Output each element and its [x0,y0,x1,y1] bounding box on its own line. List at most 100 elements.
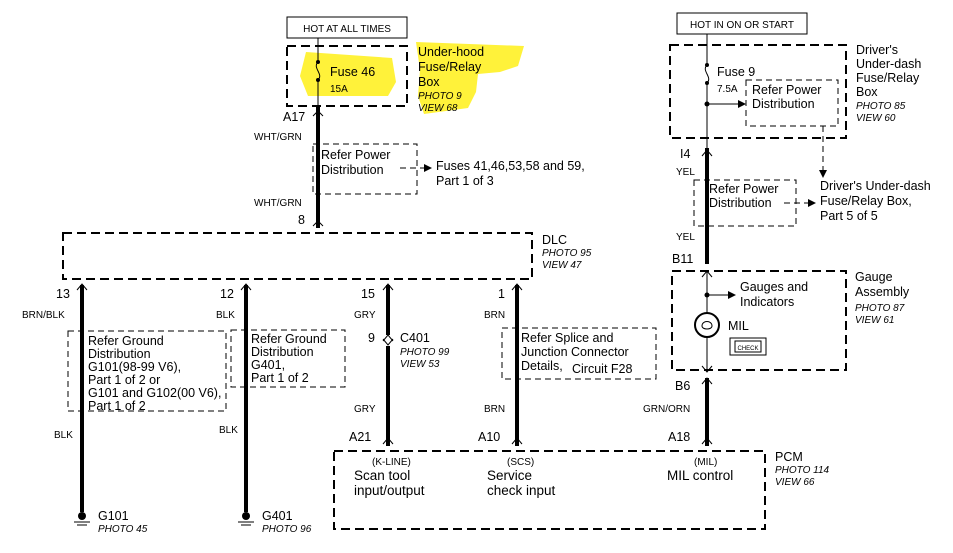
driver-fuse-box [669,44,847,139]
dlc-view: VIEW 47 [542,260,582,271]
mil-bulb-icon [694,312,720,338]
ground-g101-photo: PHOTO 45 [98,524,148,535]
wire-blk-12: BLK [216,310,235,321]
dlc-connector [62,232,533,280]
driver-box-view: VIEW 60 [856,113,896,124]
pcm-view: VIEW 66 [775,477,815,488]
ground-g401-line2: Distribution [251,345,314,359]
c401-connector-symbol [382,334,394,346]
driver-box-line2: Under-dash [856,57,921,71]
pin-1: 1 [498,287,505,301]
pin-15: 15 [361,287,375,301]
wire-wht-grn-upper: WHT/GRN [254,132,302,143]
wire-wht-grn-lower: WHT/GRN [254,198,302,209]
wire-blk-g101: BLK [54,430,73,441]
ground-g101-line5: G101 and G102(00 V6), [88,386,221,400]
driver-note-line2: Fuse/Relay Box, [820,194,912,208]
driver-note-line3: Part 5 of 5 [820,209,878,223]
splice-note-line3: Details, [521,359,563,373]
fuse9-symbol [704,64,710,84]
refer-power-box-right-top [745,79,839,127]
dlc-name: DLC [542,233,567,247]
fuses-note-line1: Fuses 41,46,53,58 and 59, [436,159,585,173]
gauge-assembly-box [671,270,847,371]
fuse9-rating: 7.5A [717,84,738,95]
ground-g401-line3: G401, [251,358,285,372]
splice-note-line1: Refer Splice and [521,331,613,345]
ground-g401-line4: Part 1 of 2 [251,371,309,385]
underhood-fuse-box [286,45,408,107]
fuses-note-line2: Part 1 of 3 [436,174,494,188]
fuse46-rating: 15A [330,84,348,95]
wire-grn-orn: GRN/ORN [643,404,690,415]
highlight-fuse46 [300,52,396,96]
splice-note-line4: Circuit F28 [572,362,632,376]
driver-note-line1: Driver's Under-dash [820,179,931,193]
hot-in-on-or-start-box [676,12,808,35]
refer-power-right-top-line2: Distribution [752,97,815,111]
refer-power-right-bottom-line1: Refer Power [709,182,778,196]
pcm-mil-control: MIL control [667,468,733,483]
gauge-assembly-line2: Assembly [855,285,910,299]
pin-i4: I4 [680,147,690,161]
wire-blk-g401: BLK [219,425,238,436]
mil-label: MIL [728,319,749,333]
pcm-scan-line2: input/output [354,483,425,498]
fuse46-name: Fuse 46 [330,65,375,79]
pcm-service-line1: Service [487,468,532,483]
refer-power-left-line1: Refer Power [321,148,390,162]
hot-at-all-times-label: HOT AT ALL TIMES [303,24,391,35]
pin-a17: A17 [283,110,305,124]
fuse9-name: Fuse 9 [717,65,755,79]
gauges-line1: Gauges and [740,280,808,294]
refer-power-left-line2: Distribution [321,163,384,177]
ground-g101-line1: Refer Ground [88,334,164,348]
gauges-line2: Indicators [740,295,794,309]
underhood-view: VIEW 68 [418,103,458,114]
wire-gry-upper: GRY [354,310,376,321]
highlight-underhood-label [416,42,524,114]
wire-brn-blk: BRN/BLK [22,310,65,321]
refer-power-right-bottom-line2: Distribution [709,196,772,210]
wire-gry-lower: GRY [354,404,376,415]
underhood-line2: Fuse/Relay [418,60,482,74]
wire-yel-lower: YEL [676,232,695,243]
pcm-scan-line1: Scan tool [354,468,410,483]
pin-a10: A10 [478,430,500,444]
ground-g101-name: G101 [98,509,129,523]
ground-g101-line2: Distribution [88,347,151,361]
gauge-assembly-view: VIEW 61 [855,315,894,326]
refer-power-box-left [312,143,418,195]
pin-13: 13 [56,287,70,301]
ground-g101-line6: Part 1 of 2 [88,399,146,413]
pcm-scs: (SCS) [507,457,534,468]
refer-power-right-top-line1: Refer Power [752,83,821,97]
underhood-line1: Under-hood [418,45,484,59]
splice-note-box [501,327,657,380]
splice-note-line2: Junction Connector [521,345,629,359]
driver-box-line1: Driver's [856,43,898,57]
ground-g401-name: G401 [262,509,293,523]
check-engine-icon [729,337,767,356]
driver-box-line4: Box [856,85,878,99]
driver-box-line3: Fuse/Relay [856,71,920,85]
pcm-box [333,450,766,530]
ground-g101-line4: Part 1 of 2 or [88,373,160,387]
pcm-mil: (MIL) [694,457,717,468]
ground-g101-icon [74,512,90,526]
c401-name: C401 [400,331,430,345]
ground-g401-icon [238,512,254,526]
hot-in-on-or-start-label: HOT IN ON OR START [690,20,794,31]
underhood-line3: Box [418,75,440,89]
wire-brn-lower: BRN [484,404,505,415]
pin-9: 9 [368,331,375,345]
ground-g401-line1: Refer Ground [251,332,327,346]
ground-g101-box [67,330,227,412]
ground-g401-box [230,329,346,388]
gauge-assembly-photo: PHOTO 87 [855,303,905,314]
c401-photo: PHOTO 99 [400,347,450,358]
pin-a18: A18 [668,430,690,444]
underhood-photo: PHOTO 9 [418,91,462,102]
pin-a21: A21 [349,430,371,444]
